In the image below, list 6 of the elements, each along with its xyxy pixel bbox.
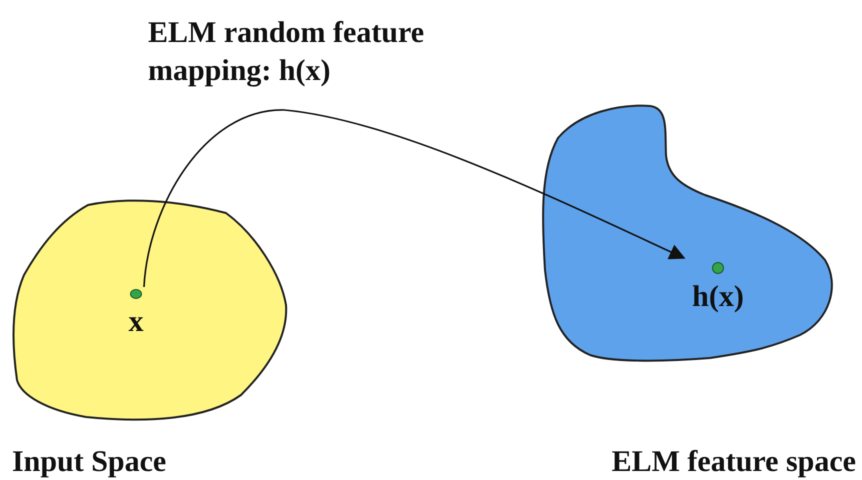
edge-label: ELM random feature mapping: h(x) bbox=[148, 15, 426, 89]
region-heading: ELM feature space bbox=[612, 444, 856, 480]
point-label: h(x) bbox=[692, 280, 744, 314]
region-heading: Input Space bbox=[12, 444, 166, 480]
arrow bbox=[143, 109, 686, 288]
point-label: x bbox=[128, 305, 144, 339]
